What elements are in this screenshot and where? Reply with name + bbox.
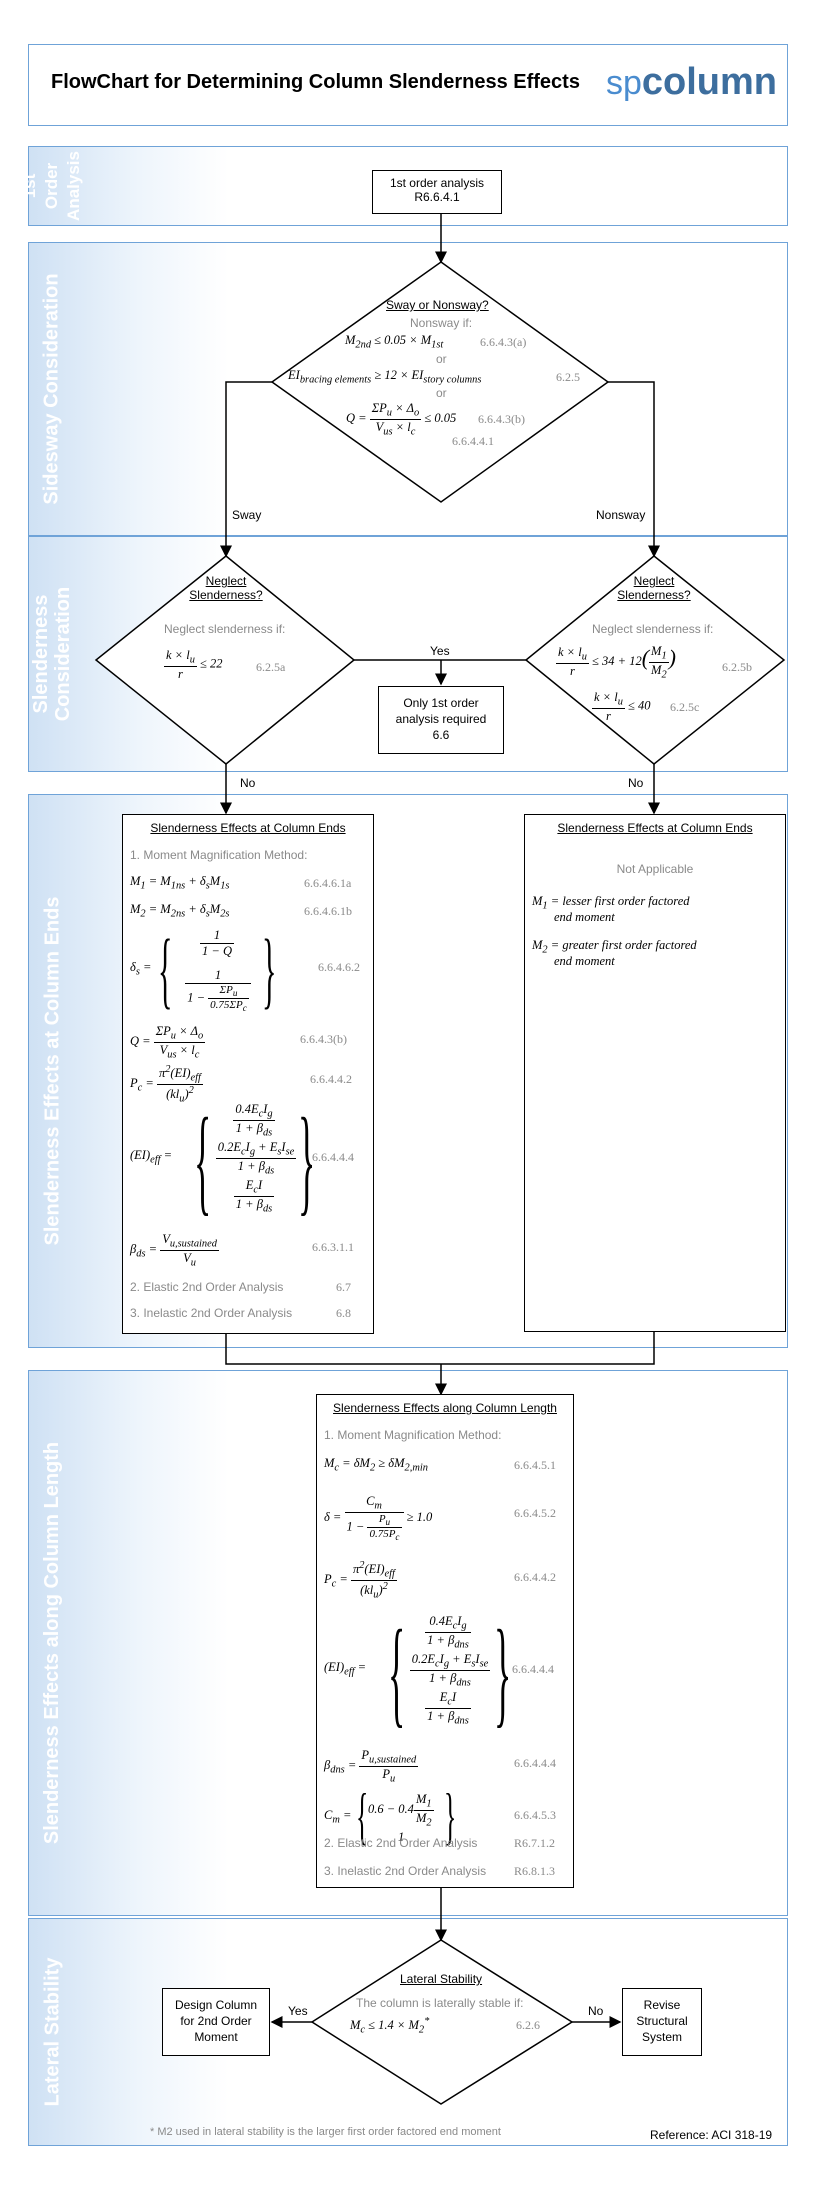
sway-label: Sway (232, 508, 262, 522)
sway-or-2: or (436, 386, 447, 400)
sway-intro: Nonsway if: (410, 316, 473, 330)
ref-pc-length: 6.6.4.4.2 (514, 1570, 556, 1584)
design-column-box: Design Column for 2nd Order Moment (162, 1988, 270, 2056)
sway-ref-3: 6.6.4.3(b) (478, 412, 525, 426)
ends-left-elastic-ref: 6.7 (336, 1280, 351, 1294)
neglect-left-ref: 6.2.5a (256, 660, 286, 674)
formula-cm: Cm = (324, 1808, 352, 1826)
ends-left-inelastic: 3. Inelastic 2nd Order Analysis (130, 1306, 293, 1320)
ref-ei: 6.6.4.4.4 (312, 1150, 354, 1164)
ref-q: 6.6.4.3(b) (300, 1032, 347, 1046)
sway-formula-2: EIbracing elements ≥ 12 × EIstory column… (288, 368, 482, 386)
ref-mc: 6.6.4.5.1 (514, 1458, 556, 1472)
ref-ei-length: 6.6.4.4.4 (512, 1662, 554, 1676)
lateral-formula: Mc ≤ 1.4 × M2* (350, 2016, 430, 2036)
length-title: Slenderness Effects along Column Length (333, 1401, 557, 1415)
lateral-intro: The column is laterally stable if: (356, 1996, 524, 2010)
ends-right-m2-b: end moment (554, 954, 615, 968)
formula-mc: Mc = δM2 ≥ δM2,min (324, 1456, 428, 1474)
length-inelastic: 3. Inelastic 2nd Order Analysis (324, 1864, 487, 1878)
lateral-footnote: * M2 used in lateral stability is the la… (150, 2126, 501, 2138)
ends-right-m1: M1 = lesser first order factored (532, 894, 690, 912)
lateral-no-label: No (588, 2004, 604, 2018)
lateral-title: Lateral Stability (400, 1972, 483, 1986)
formula-m2: M2 = M2ns + δsM2s (130, 902, 230, 920)
first-order-analysis-box: 1st order analysis R6.6.4.1 (372, 170, 502, 214)
ends-right-title: Slenderness Effects at Column Ends (557, 821, 753, 835)
ref-betadns: 6.6.4.4.4 (514, 1756, 556, 1770)
length-elastic-ref: R6.7.1.2 (514, 1836, 556, 1850)
revise-structural-box: Revise Structural System (622, 1988, 702, 2056)
formula-deltas: δs = (130, 960, 152, 978)
ref-deltas: 6.6.4.6.2 (318, 960, 360, 974)
title-panel: FlowChart for Determining Column Slender… (28, 44, 788, 126)
formula-m1: M1 = M1ns + δsM1s (130, 874, 230, 892)
formula-cm-b: 1 (398, 1830, 405, 1844)
length-method: 1. Moment Magnification Method: (324, 1428, 502, 1442)
ref-betads: 6.6.3.1.1 (312, 1240, 354, 1254)
neglect-right-ref-1: 6.2.5b (722, 660, 752, 674)
nonsway-label: Nonsway (596, 508, 646, 522)
ends-left-inelastic-ref: 6.8 (336, 1306, 351, 1320)
length-elastic: 2. Elastic 2nd Order Analysis (324, 1836, 478, 1850)
formula-pc-length: Pc = π2(EI)eff(klu)2 (324, 1560, 397, 1601)
neglect-right-ref-2: 6.2.5c (670, 700, 700, 714)
page-title: FlowChart for Determining Column Slender… (51, 71, 580, 93)
lateral-ref: 6.2.6 (516, 2018, 540, 2032)
ends-right-m1-b: end moment (554, 910, 615, 924)
sway-ref-4: 6.6.4.4.1 (452, 434, 494, 448)
ends-right-m2: M2 = greater first order factored (532, 938, 697, 956)
formula-pc: Pc = π2(EI)eff(klu)2 (130, 1064, 203, 1105)
yes-label: Yes (430, 644, 450, 658)
ref-pc: 6.6.4.4.2 (310, 1072, 352, 1086)
formula-ei-length: (EI)eff = (324, 1660, 367, 1678)
lateral-yes-label: Yes (288, 2004, 308, 2018)
only-first-order-box: Only 1st order analysis required 6.6 (378, 686, 504, 754)
sway-or-1: or (436, 352, 447, 366)
ref-m1: 6.6.4.6.1a (304, 876, 352, 890)
neglect-left-intro: Neglect slenderness if: (164, 622, 286, 636)
sway-formula-1: M2nd ≤ 0.05 × M1st (345, 333, 444, 351)
sway-decision-title: Sway or Nonsway? (386, 298, 489, 312)
ends-left-box: Slenderness Effects at Column Ends (122, 814, 374, 1334)
ends-left-elastic: 2. Elastic 2nd Order Analysis (130, 1280, 284, 1294)
ends-right-na: Not Applicable (616, 862, 694, 876)
neglect-right-intro: Neglect slenderness if: (592, 622, 714, 636)
ends-left-title: Slenderness Effects at Column Ends (150, 821, 346, 835)
ends-right-box: Slenderness Effects at Column Ends (524, 814, 786, 1332)
formula-ei: (EI)eff = (130, 1148, 173, 1166)
no-label-left: No (240, 776, 256, 790)
ref-m2: 6.6.4.6.1b (304, 904, 352, 918)
reference-note: Reference: ACI 318-19 (650, 2128, 773, 2142)
ref-delta: 6.6.4.5.2 (514, 1506, 556, 1520)
sway-ref-2: 6.2.5 (556, 370, 580, 384)
sway-ref-1: 6.6.4.3(a) (480, 335, 527, 349)
ends-left-method: 1. Moment Magnification Method: (130, 848, 308, 862)
no-label-right: No (628, 776, 644, 790)
length-inelastic-ref: R6.8.1.3 (514, 1864, 556, 1878)
length-box: Slenderness Effects along Column Length (316, 1394, 574, 1888)
ref-cm: 6.6.4.5.3 (514, 1808, 556, 1822)
spcolumn-logo: spcolumn (605, 61, 777, 103)
